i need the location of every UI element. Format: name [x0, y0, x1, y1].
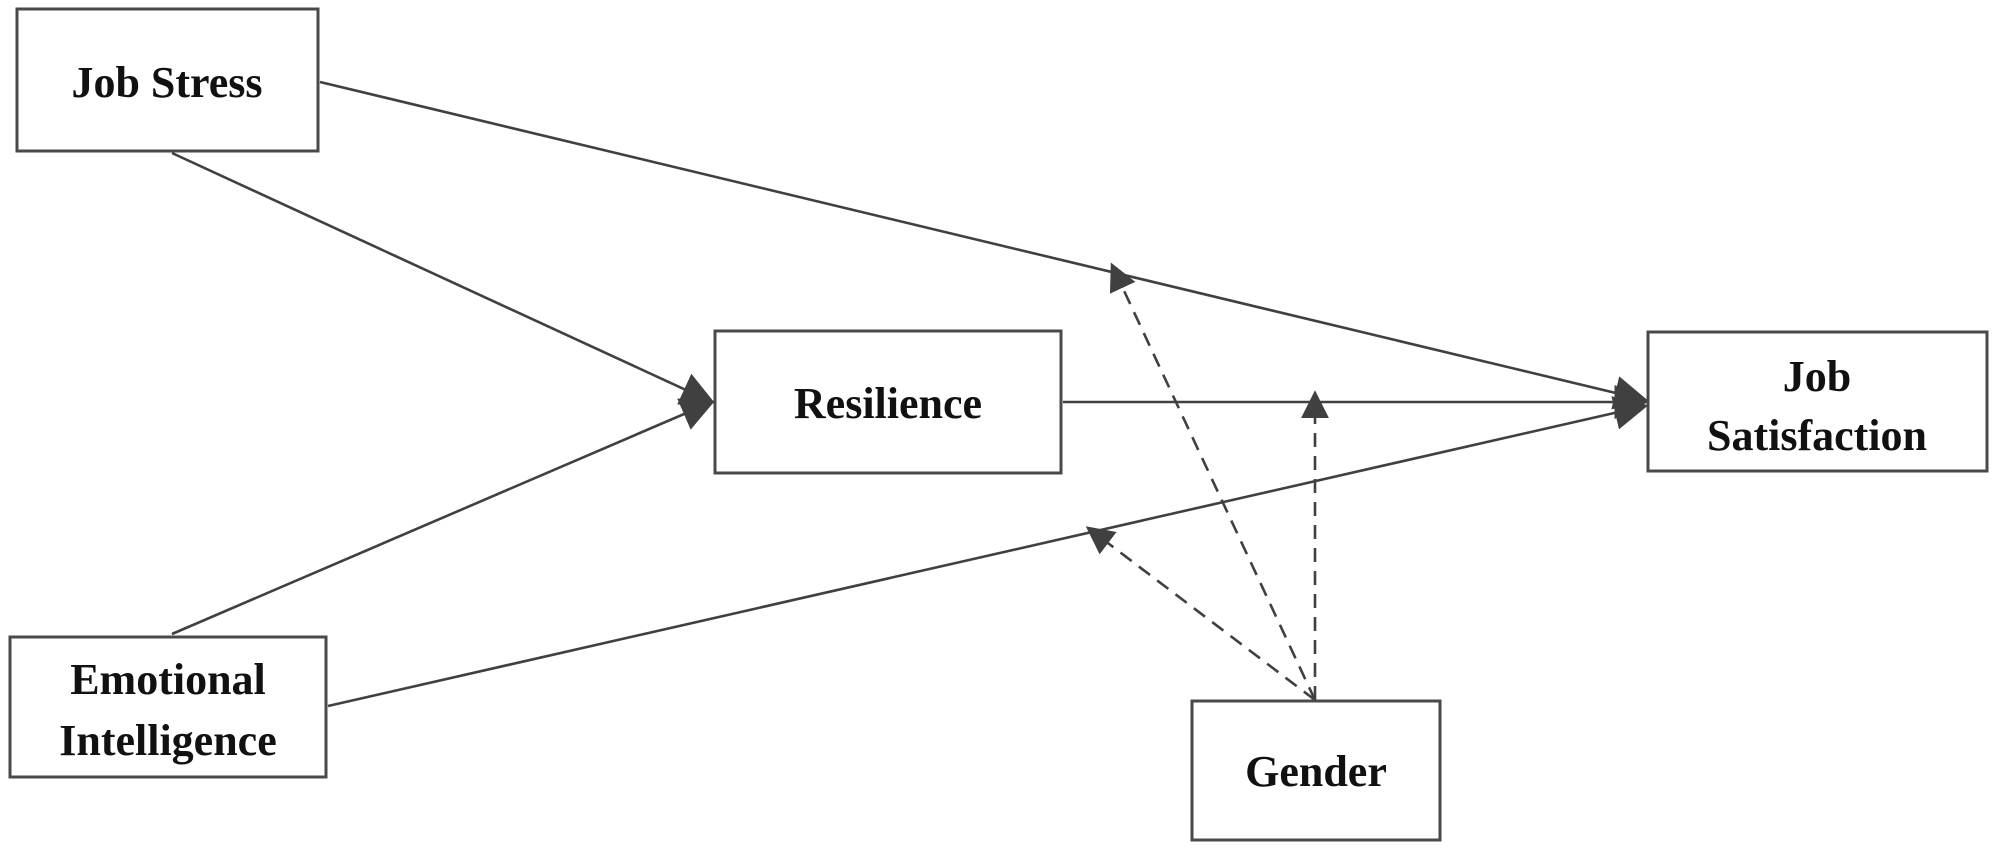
edge-job-stress-to-job-satisfaction [319, 80, 1649, 410]
edge-gender-moderates-emotional-intelligence-path [1085, 526, 1316, 702]
node-resilience: Resilience [713, 329, 1063, 475]
node-emotional-intelligence: Emotional Intelligence [8, 635, 328, 779]
node-job-satisfaction: Job Satisfaction [1646, 330, 1989, 473]
node-gender: Gender [1190, 699, 1442, 842]
edge-gender-moderates-job-stress-path [1109, 262, 1317, 701]
node-job-satisfaction-label-line2: Satisfaction [1707, 411, 1927, 460]
node-resilience-label: Resilience [794, 379, 982, 428]
node-gender-label: Gender [1245, 747, 1387, 796]
edge-emotional-intelligence-to-job-satisfaction [327, 396, 1649, 708]
node-emotional-intelligence-label-line1: Emotional [70, 655, 266, 704]
node-job-stress-label: Job Stress [71, 58, 262, 107]
node-emotional-intelligence-label-line2: Intelligence [59, 716, 277, 765]
node-job-stress: Job Stress [15, 7, 320, 153]
edge-job-stress-to-resilience [171, 151, 716, 405]
edges [171, 80, 1649, 708]
node-job-satisfaction-label-line1: Job [1783, 352, 1851, 401]
edge-emotional-intelligence-to-resilience [171, 398, 716, 636]
